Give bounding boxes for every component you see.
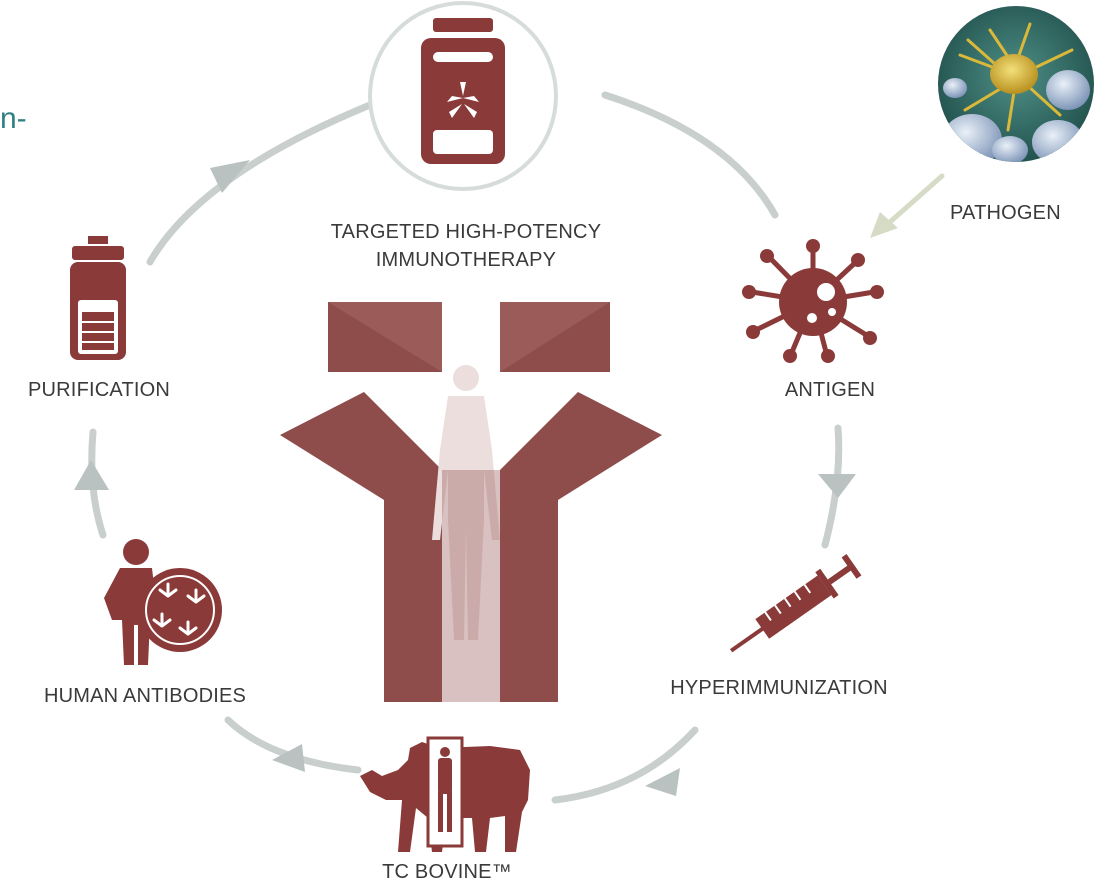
cycle-arc-top-right bbox=[601, 91, 779, 219]
human-figure bbox=[432, 365, 500, 640]
antibody-top-notch-right bbox=[500, 302, 610, 372]
pathogen-cell-image bbox=[938, 6, 1094, 162]
arrow-head-top-left bbox=[210, 160, 250, 193]
antibody-lower-right-arm bbox=[500, 392, 662, 702]
center-title: TARGETED HIGH-POTENCY IMMUNOTHERAPY bbox=[314, 218, 618, 274]
arrow-head-right bbox=[818, 474, 856, 498]
shield-warrior-icon bbox=[104, 539, 222, 665]
tc-bovine-label: TC BOVINE™ bbox=[382, 861, 512, 883]
antigen-label: ANTIGEN bbox=[784, 379, 876, 401]
purification-label: PURIFICATION bbox=[27, 379, 171, 401]
cycle-arc-bottom-left bbox=[224, 716, 362, 774]
antibody-top-notch-left bbox=[328, 302, 442, 372]
antibody-lower-left-arm bbox=[280, 392, 442, 702]
vial-icon bbox=[421, 18, 505, 164]
syringe-icon bbox=[729, 554, 862, 653]
cycle-arc-bottom-right bbox=[551, 726, 699, 804]
antibody-figure-icon bbox=[280, 302, 662, 702]
vial-icon-group bbox=[368, 1, 558, 191]
antibody-center-shadow bbox=[442, 470, 500, 702]
pathogen-arrow bbox=[870, 173, 945, 238]
arrow-head-bottom-left bbox=[272, 744, 305, 772]
hyperimmunization-label: HYPERIMMUNIZATION bbox=[670, 677, 888, 699]
cropped-heading-fragment: n- bbox=[0, 102, 27, 135]
arrow-head-bottom-right bbox=[645, 768, 680, 796]
pathogen-label: PATHOGEN bbox=[950, 202, 1061, 224]
arrow-head-left bbox=[74, 460, 109, 490]
virus-icon bbox=[742, 239, 884, 363]
bottle-icon bbox=[70, 236, 126, 360]
cow-icon bbox=[360, 736, 530, 852]
cycle-arrowheads bbox=[74, 160, 856, 796]
human-antibodies-label: HUMAN ANTIBODIES bbox=[43, 685, 247, 707]
center-title-line1: TARGETED HIGH-POTENCY bbox=[330, 221, 602, 243]
center-title-line2: IMMUNOTHERAPY bbox=[375, 249, 557, 271]
